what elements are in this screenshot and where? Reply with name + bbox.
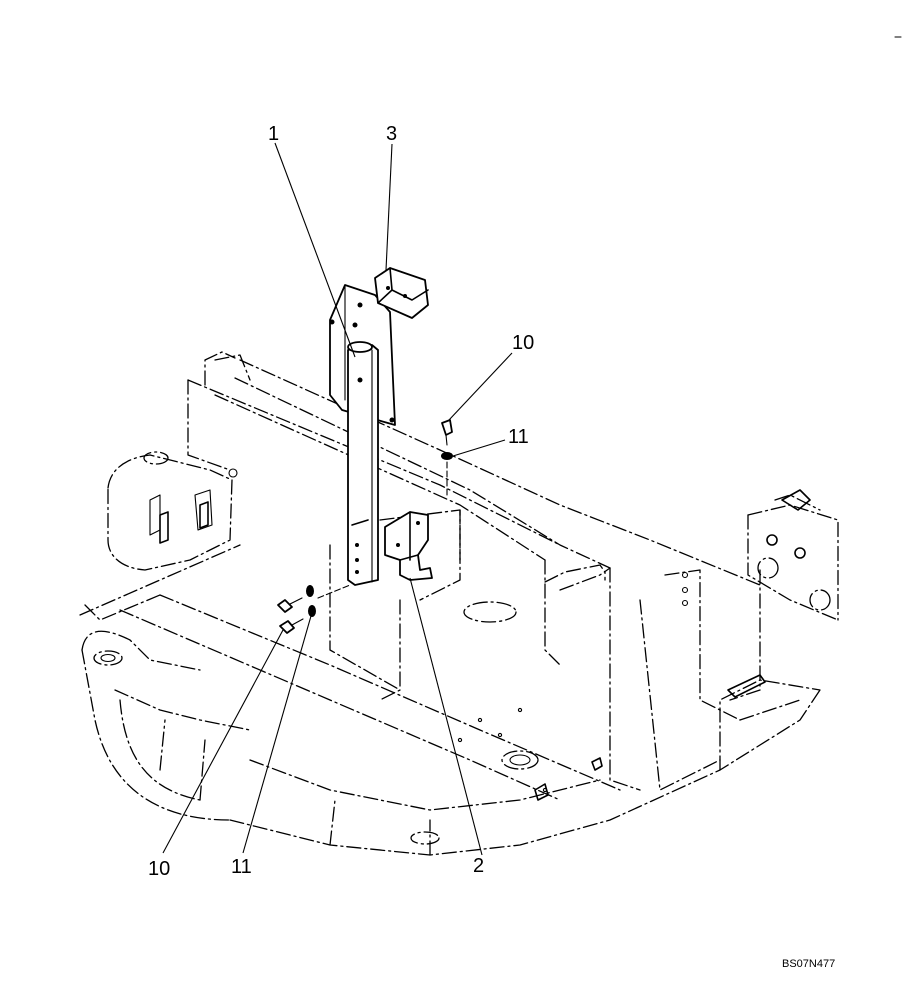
left-tank-phantom [107, 451, 238, 571]
callout-1: 1 [268, 123, 279, 145]
part-3-pad [374, 267, 429, 319]
figure-id: BS07N477 [782, 958, 835, 970]
part-11-washer-lower-b [308, 605, 316, 617]
part-10-bolt-upper [441, 419, 453, 446]
callout-10-upper: 10 [512, 332, 534, 354]
bolt-axis-lower [317, 584, 351, 599]
leader-lines [162, 142, 513, 856]
callout-11-upper: 11 [508, 426, 529, 448]
callout-11-lower: 11 [231, 856, 252, 878]
part-11-washer-lower-a [306, 585, 314, 597]
part-11-washer-upper [441, 452, 453, 460]
part-10-bolt-lower-a [277, 597, 303, 613]
center-bracket-phantom [534, 564, 689, 801]
lower-frame-phantom [81, 601, 821, 856]
callout-3: 3 [386, 123, 397, 145]
part-1-support-post [329, 284, 396, 586]
part-10-bolt-lower-b [279, 618, 304, 634]
right-bracket-phantom [727, 489, 839, 701]
part-2-bracket [384, 511, 433, 581]
callout-10-lower: 10 [148, 858, 170, 880]
callout-2: 2 [473, 855, 484, 877]
